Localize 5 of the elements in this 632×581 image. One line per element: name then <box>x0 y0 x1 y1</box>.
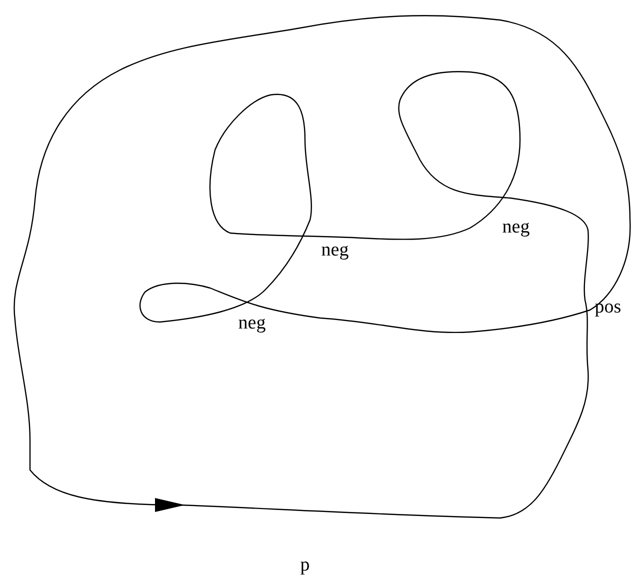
curve-label: neg <box>238 314 266 332</box>
curve-label: p <box>300 556 310 574</box>
curve-label: neg <box>321 240 349 260</box>
curve-label: neg <box>502 218 530 236</box>
curve-label: pos <box>594 298 622 316</box>
